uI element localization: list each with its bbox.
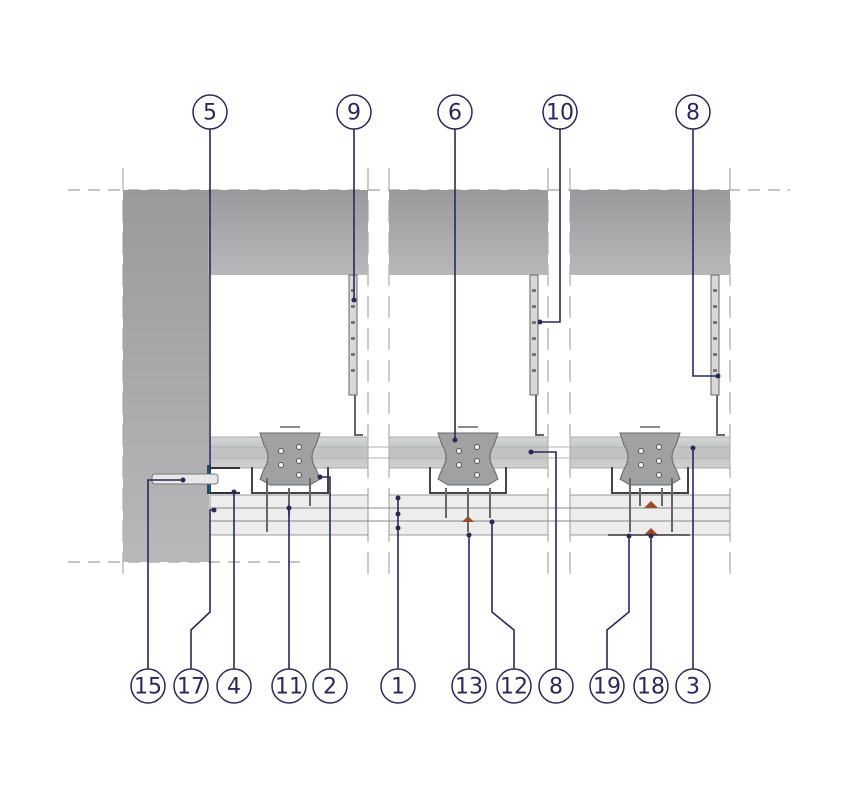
callout-4: 4 [216,668,252,704]
callout-1: 1 [380,668,416,704]
concrete-slab-1 [208,190,368,275]
hanger-3 [710,274,726,436]
callout-5: 5 [192,94,228,130]
callout-11: 11 [271,668,307,704]
callout-8-bottom: 8 [538,668,574,704]
svg-text:6: 6 [448,101,462,126]
callout-17: 17 [173,668,209,704]
callout-8-top: 8 [675,94,711,130]
svg-text:17: 17 [177,675,205,700]
svg-text:18: 18 [637,675,665,700]
leader-lines [147,129,721,669]
concrete-wall [123,190,209,562]
concrete-slab-2 [389,190,548,275]
svg-text:12: 12 [500,675,528,700]
svg-text:19: 19 [593,675,621,700]
callout-19: 19 [589,668,625,704]
svg-text:9: 9 [347,101,361,126]
svg-text:3: 3 [686,675,700,700]
svg-text:8: 8 [686,101,700,126]
callout-6: 6 [437,94,473,130]
svg-text:11: 11 [275,675,303,700]
callout-15: 15 [130,668,166,704]
svg-text:15: 15 [134,675,162,700]
callout-13: 13 [451,668,487,704]
svg-text:8: 8 [549,675,563,700]
svg-text:4: 4 [227,675,241,700]
svg-text:1: 1 [391,675,405,700]
svg-text:5: 5 [203,101,217,126]
callout-18: 18 [633,668,669,704]
svg-text:10: 10 [546,101,574,126]
callout-10: 10 [542,94,578,130]
concrete-slab-3 [570,190,730,275]
callout-12: 12 [496,668,532,704]
callout-3: 3 [675,668,711,704]
callout-9: 9 [336,94,372,130]
callout-2: 2 [312,668,348,704]
svg-text:2: 2 [323,675,337,700]
hanger-2 [529,274,545,436]
svg-text:13: 13 [455,675,483,700]
sealant-beads [462,501,658,535]
